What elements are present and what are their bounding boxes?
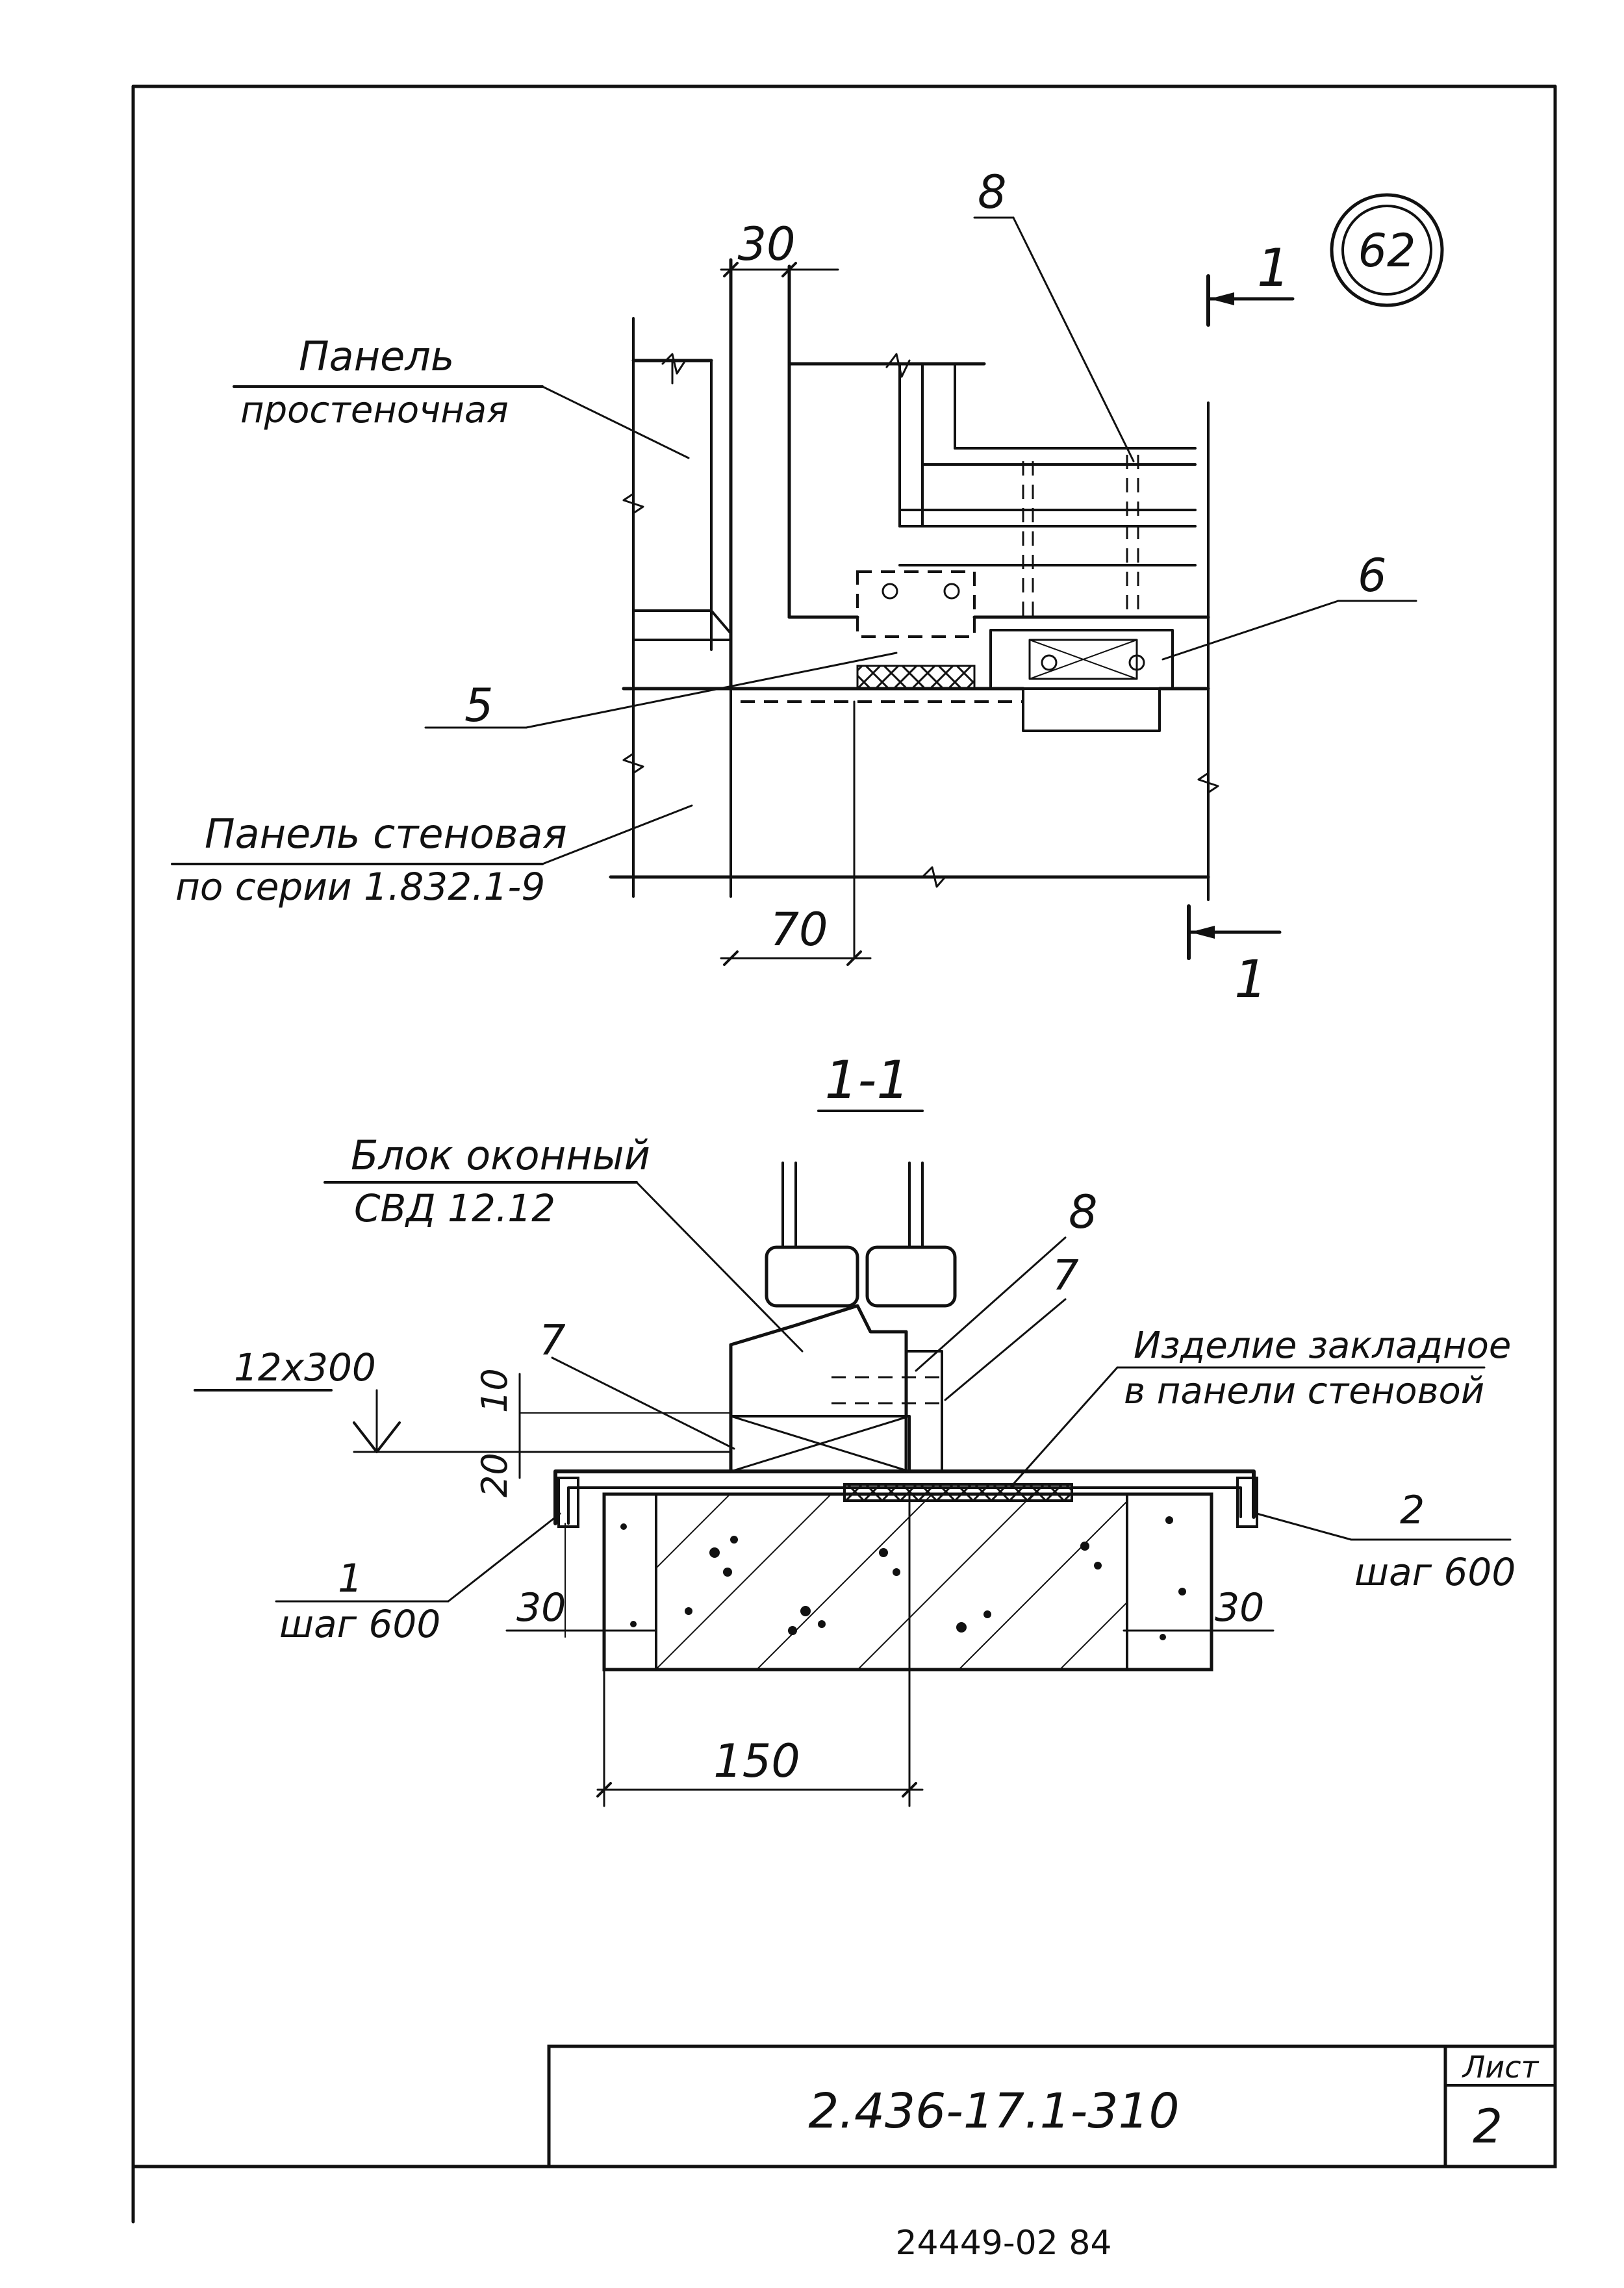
drawing-code: 2.436-17.1-310 bbox=[808, 2083, 1179, 2139]
section-cut-top-label: 1 bbox=[1257, 238, 1290, 298]
detail-marker-label: 62 bbox=[1358, 224, 1415, 277]
section-view: 1-1 bbox=[194, 1050, 1516, 1807]
label-step-left-text: шаг 600 bbox=[279, 1602, 440, 1646]
callout-5: 5 bbox=[464, 679, 494, 732]
callout-8-top: 8 bbox=[978, 166, 1007, 219]
dim-30-right: 30 bbox=[1215, 1585, 1264, 1631]
label-embedded-2: в панели стеновой bbox=[1124, 1370, 1484, 1412]
section-cut-bottom-label: 1 bbox=[1234, 949, 1267, 1010]
callout-6: 6 bbox=[1358, 549, 1387, 602]
label-window-block-2: СВД 12.12 bbox=[354, 1186, 555, 1230]
label-level: 12x300 bbox=[234, 1345, 376, 1390]
sheet-number: 2 bbox=[1473, 2099, 1503, 2154]
dim-10: 10 bbox=[474, 1368, 515, 1413]
label-embedded-1: Изделие закладное bbox=[1134, 1325, 1511, 1367]
label-wall-panel-1: Панель стеновая bbox=[205, 810, 567, 858]
footer-stamp: 24449-02 84 bbox=[895, 2224, 1111, 2263]
aggregate-dots bbox=[620, 1516, 1186, 1640]
title-block: 2.436-17.1-310 Лист 2 bbox=[547, 2044, 1557, 2168]
dim-top-30: 30 bbox=[737, 218, 795, 271]
dim-150: 150 bbox=[713, 1735, 800, 1788]
label-step-right-text: шаг 600 bbox=[1354, 1550, 1516, 1594]
label-step-left-num: 1 bbox=[338, 1556, 362, 1601]
label-pier-panel-2: простеночная bbox=[240, 389, 509, 431]
section-title: 1-1 bbox=[825, 1050, 910, 1110]
label-window-block-1: Блок оконный bbox=[351, 1132, 650, 1179]
sheet-label: Лист bbox=[1462, 2050, 1540, 2085]
label-pier-panel-1: Панель bbox=[299, 333, 454, 380]
detail-marker: 62 bbox=[1330, 193, 1444, 307]
label-step-right-num: 2 bbox=[1400, 1488, 1425, 1533]
dim-bottom-70: 70 bbox=[770, 903, 828, 956]
section-cut-top: 1 bbox=[1206, 238, 1295, 327]
dim-20: 20 bbox=[474, 1453, 515, 1497]
plan-view: 30 70 Панель простеночная Панель стенова… bbox=[171, 166, 1417, 966]
callout-8-section: 8 bbox=[1069, 1186, 1098, 1239]
dim-30-left: 30 bbox=[516, 1585, 566, 1631]
label-wall-panel-2: по серии 1.832.1-9 bbox=[175, 865, 545, 909]
callout-7-right: 7 bbox=[1052, 1252, 1079, 1300]
section-cut-bottom: 1 bbox=[1187, 904, 1282, 1010]
